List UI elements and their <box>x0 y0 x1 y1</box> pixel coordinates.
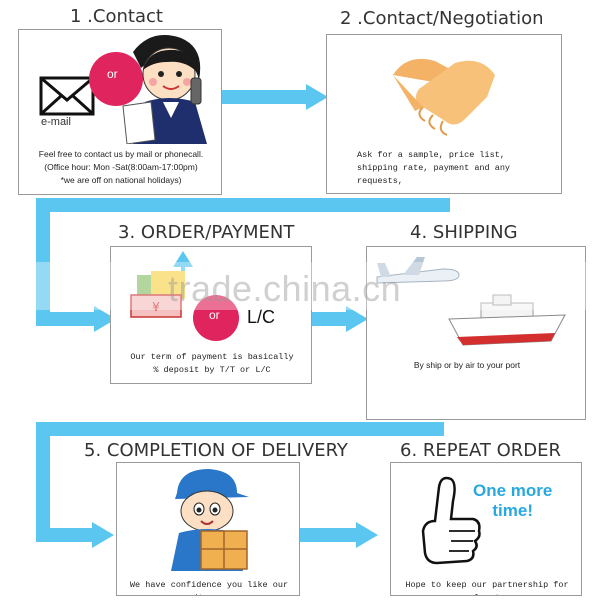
step-6-title: 6. REPEAT ORDER <box>400 440 562 461</box>
flow-5-6 <box>300 528 360 542</box>
thumbs-up-icon <box>421 476 481 565</box>
step-2-desc-line-2: shipping rate, payment and any requests, <box>357 163 511 186</box>
flow-4-5-arrowhead <box>92 522 114 548</box>
step-2-desc: Ask for a sample, price list, shipping r… <box>335 149 555 188</box>
step-3-title: 3. ORDER/PAYMENT <box>118 222 295 243</box>
step-2-desc-line-1: Ask for a sample, price list, <box>357 150 505 160</box>
flow-4-5-down <box>36 422 50 542</box>
email-label: e-mail <box>41 116 71 128</box>
or-label: or <box>107 67 118 81</box>
step-1-title: 1 .Contact <box>70 6 163 27</box>
step-1-desc-line-3: *we are off on national holidays) <box>60 175 182 185</box>
step-6-box: One more time! Hope to keep our partners… <box>390 462 582 596</box>
lc-label: L/C <box>247 307 276 327</box>
step-5-box: We have confidence you like our items. <box>116 462 300 596</box>
delivery-man-illustration <box>171 469 249 571</box>
money-icon: ¥ <box>130 251 193 318</box>
repeat-callout-line-1: One more <box>473 481 553 500</box>
handshake-icon <box>393 58 495 136</box>
step-2-title: 2 .Contact/Negotiation <box>340 8 544 29</box>
flow-4-5-bottom <box>36 528 96 542</box>
step-3-box: ¥ or L/C Our term of payment is basicall… <box>110 246 312 384</box>
airplane-icon <box>376 257 460 284</box>
phone-woman-illustration <box>122 35 207 144</box>
or-label: or <box>209 308 220 322</box>
step-6-desc: Hope to keep our partnership for long! <box>391 579 581 595</box>
flow-3-4 <box>312 312 350 326</box>
repeat-callout: One more time! <box>473 481 552 521</box>
or-circle: or <box>89 52 143 106</box>
flow-3-4-arrowhead <box>346 306 368 332</box>
step-4-desc: By ship or by air to your port <box>367 359 567 372</box>
flow-1-2 <box>222 90 308 104</box>
step-3-desc: Our term of payment is basically % depos… <box>115 351 309 377</box>
or-circle: or <box>193 295 239 341</box>
step-6-desc-line-1: Hope to keep our partnership for long! <box>405 580 569 595</box>
step-2-box: Ask for a sample, price list, shipping r… <box>326 34 562 194</box>
step-4-desc-line-1: By ship or by air to your port <box>413 360 521 370</box>
flow-5-6-arrowhead <box>356 522 378 548</box>
step-1-desc: Feel free to contact us by mail or phone… <box>21 148 221 187</box>
repeat-callout-line-2: time! <box>492 501 533 520</box>
step-1-desc-line-2: (Office hour: Mon -Sat(8:00am-17:00pm) <box>44 162 198 172</box>
flow-1-2-arrowhead <box>306 84 328 110</box>
ship-icon <box>448 294 566 346</box>
step-5-title: 5. COMPLETION OF DELIVERY <box>84 440 348 461</box>
step-1-box: e-mail or Feel free to contact us by mai… <box>18 29 222 195</box>
flow-2-3-right <box>36 198 450 212</box>
flow-4-5-right <box>36 422 444 436</box>
step-3-desc-line-1: Our term of payment is basically <box>130 352 294 362</box>
watermark: trade.china.cn <box>168 268 402 309</box>
flow-2-3-down <box>36 198 50 326</box>
step-3-desc-line-2: % deposit by T/T or L/C <box>153 365 271 375</box>
svg-text:¥: ¥ <box>152 300 160 314</box>
step-1-desc-line-1: Feel free to contact us by mail or phone… <box>38 149 204 159</box>
step-4-title: 4. SHIPPING <box>410 222 518 243</box>
step-5-desc-line-1: We have confidence you like our items. <box>129 580 289 595</box>
envelope-icon <box>39 76 95 116</box>
step-4-box: By ship or by air to your port <box>366 246 586 420</box>
step-5-desc: We have confidence you like our items. <box>117 579 299 595</box>
watermark-band <box>0 262 600 310</box>
flow-2-3-bottom <box>36 312 98 326</box>
